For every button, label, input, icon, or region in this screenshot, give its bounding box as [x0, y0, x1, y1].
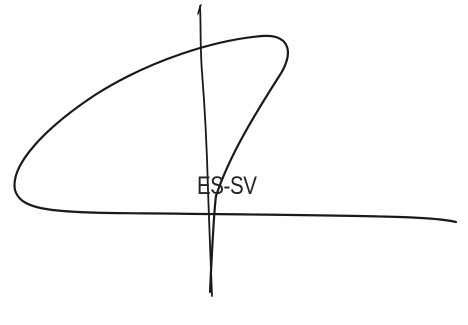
signature-top-tick	[197, 4, 202, 15]
signature-code-label: ES-SV	[197, 172, 257, 200]
signature-loop-stroke	[13, 34, 458, 294]
signature-vertical-stroke	[199, 5, 213, 297]
